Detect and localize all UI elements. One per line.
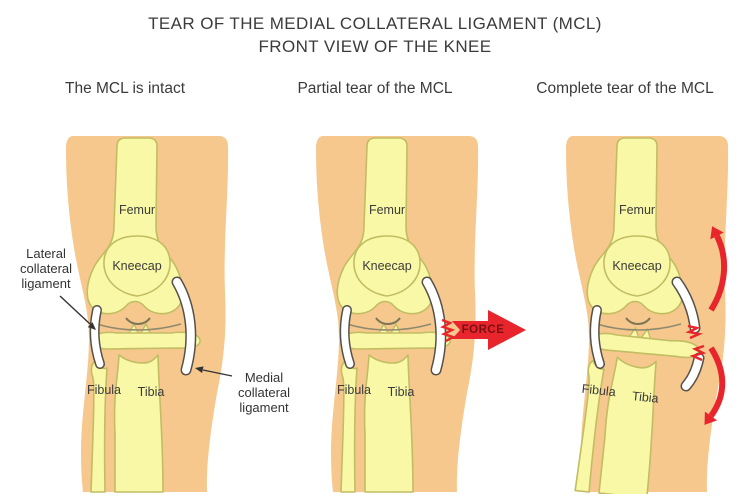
- fibula-label: Fibula: [87, 383, 121, 397]
- femur-label: Femur: [369, 203, 405, 217]
- force-arrow-label: FORCE: [461, 324, 505, 336]
- kneecap-label: Kneecap: [112, 259, 161, 273]
- lateral-collateral-ligament: [345, 310, 350, 364]
- partial-tear-mark: [440, 318, 456, 343]
- fibula-label: Fibula: [337, 383, 371, 397]
- lateral-collateral-ligament: [95, 310, 100, 364]
- panel-heading-partial: Partial tear of the MCL: [297, 80, 453, 97]
- tear-mark-upper: [685, 324, 703, 340]
- panel-heading-complete: Complete tear of the MCL: [536, 80, 714, 97]
- tibia-label: Tibia: [388, 385, 415, 399]
- femur-label: Femur: [619, 203, 655, 217]
- medial-ligament-label: Medial collateral ligament: [237, 370, 291, 415]
- kneecap-label: Kneecap: [362, 259, 411, 273]
- title-line-1: TEAR OF THE MEDIAL COLLATERAL LIGAMENT (…: [148, 14, 602, 33]
- tibia-label: Tibia: [631, 389, 659, 406]
- femur-label: Femur: [119, 203, 155, 217]
- title-line-2: FRONT VIEW OF THE KNEE: [258, 37, 492, 56]
- valgus-stress-arrow-upper: [708, 226, 728, 312]
- lateral-ligament-leader-arrow: [59, 295, 96, 330]
- medial-collateral-ligament-torn: [671, 276, 707, 392]
- panel-intact: The MCL is intact Femur Kneecap Fibula T…: [0, 80, 250, 494]
- panel-heading-intact: The MCL is intact: [64, 80, 186, 97]
- medial-ligament-leader-arrow: [195, 366, 233, 377]
- tilted-lower-leg-bones: Fibula Tibia: [574, 322, 702, 494]
- force-arrow: FORCE: [452, 308, 528, 352]
- knee-illustration-intact: Femur Kneecap Fibula Tibia: [59, 136, 233, 493]
- lateral-ligament-label: Lateral collateral ligament: [19, 246, 73, 291]
- tibia-label: Tibia: [138, 385, 165, 399]
- page-title: TEAR OF THE MEDIAL COLLATERAL LIGAMENT (…: [0, 0, 750, 58]
- knee-illustration-partial-tear: Femur Kneecap Fibula Tibia: [316, 136, 479, 493]
- knee-illustration-complete-tear: Fibula Tibia: [566, 136, 729, 494]
- force-arrow-shape: [452, 310, 526, 350]
- panel-partial-tear: Partial tear of the MCL Femur Kneecap Fi…: [250, 80, 500, 494]
- kneecap-label: Kneecap: [612, 259, 661, 273]
- lateral-collateral-ligament: [595, 310, 600, 364]
- valgus-stress-arrow-lower: [704, 346, 726, 425]
- tear-mark-lower: [689, 344, 707, 362]
- panels-row: The MCL is intact Femur Kneecap Fibula T…: [0, 80, 750, 494]
- fibula-label: Fibula: [581, 382, 616, 399]
- panel-complete-tear: Complete tear of the MCL Fibula Tibia: [500, 80, 750, 494]
